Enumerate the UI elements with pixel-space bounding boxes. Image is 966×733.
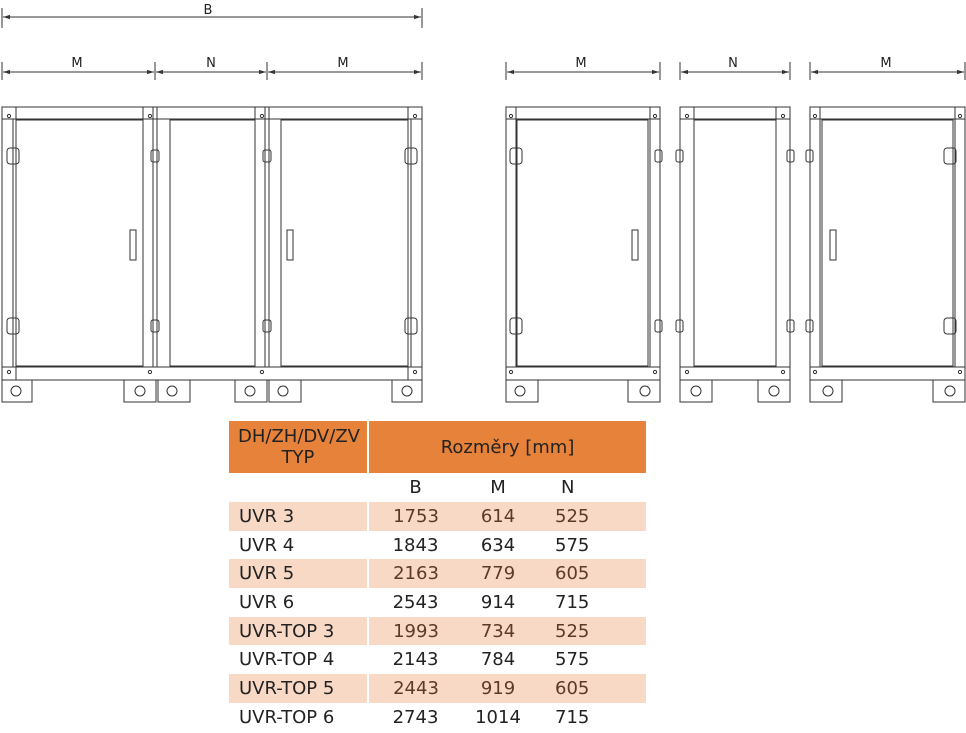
table-row: UVR 4 1843 634 575 [229,531,646,560]
table-header-row: DH/ZH/DV/ZV TYP Rozměry [mm] [229,421,647,473]
row-b-cell: 2443 [368,674,463,703]
row-type-cell: UVR 6 [239,591,295,613]
table-row: UVR 6 2543 914 715 [229,588,646,617]
row-type-cell: UVR 4 [239,534,295,556]
row-n-cell: 605 [533,674,647,703]
row-m-cell: 784 [480,649,516,671]
row-type-cell: UVR-TOP 5 [229,674,369,703]
col-header-n: N [561,477,575,498]
row-b-cell: 2743 [392,706,439,728]
row-n-cell: 605 [533,559,647,589]
row-n-cell: 575 [555,534,590,556]
table-row: UVR-TOP 4 2143 784 575 [229,645,646,674]
dimension-row-left [1,62,423,80]
row-n-cell: 575 [555,649,590,671]
row-b-cell: 1753 [368,502,463,531]
dimension-m-label-3: M [575,56,586,71]
row-n-cell: 525 [533,502,647,531]
row-m-cell: 734 [463,616,533,646]
dimension-b [1,8,423,28]
row-type-cell: UVR-TOP 3 [229,616,369,646]
row-b-cell: 2143 [392,649,439,671]
module-m-right [805,106,966,403]
row-m-cell: 1014 [475,706,521,728]
dimension-b-label: B [204,3,213,18]
dimension-row-right [505,62,966,80]
row-type-cell: UVR 5 [229,559,369,589]
row-n-cell: 525 [533,616,647,646]
dimension-m-label-2: M [337,56,348,71]
row-m-cell: 919 [463,674,533,703]
dimensions-table: DH/ZH/DV/ZV TYP Rozměry [mm] B M N UVR 3… [229,421,647,732]
col-header-b: B [409,477,422,498]
row-b-cell: 2163 [368,559,463,589]
table-subheader-row: B M N [229,473,646,502]
assembled-cabinet [1,106,423,403]
dimension-m-label-1: M [71,56,82,71]
module-m-left [505,106,663,403]
row-m-cell: 634 [480,534,516,556]
row-type-cell: UVR 3 [229,502,369,531]
table-row: UVR-TOP 6 2743 1014 715 [229,703,646,732]
type-header: DH/ZH/DV/ZV TYP [229,421,369,473]
row-b-cell: 1843 [392,534,439,556]
row-m-cell: 779 [463,559,533,589]
dimension-m-label-4: M [880,56,891,71]
row-m-cell: 914 [480,591,516,613]
row-m-cell: 614 [463,502,533,531]
cabinet-drawing: B M N M M N M [1,3,966,403]
row-b-cell: 1993 [368,616,463,646]
row-n-cell: 715 [555,591,590,613]
row-type-cell: UVR-TOP 6 [239,706,335,728]
module-n [675,106,795,403]
dims-header: Rozměry [mm] [368,421,647,473]
row-type-cell: UVR-TOP 4 [239,649,335,671]
subheader-empty [229,473,368,502]
row-b-cell: 2543 [392,591,439,613]
dimension-n-label-1: N [206,56,216,71]
type-header-text: DH/ZH/DV/ZV TYP [238,426,360,468]
col-header-m: M [490,477,506,498]
row-n-cell: 715 [555,706,590,728]
dimension-n-label-2: N [728,56,738,71]
